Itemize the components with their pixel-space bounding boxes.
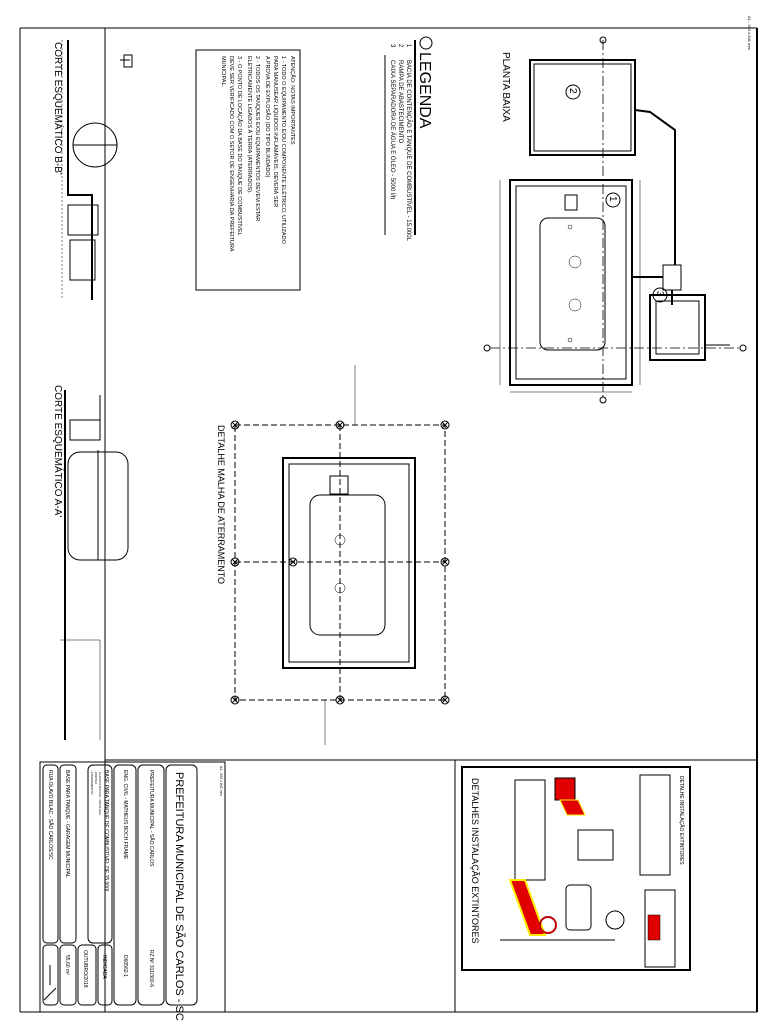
engineer-reg: D60562-1 [122, 955, 128, 977]
svg-text:PARA MANUSEAR LIQUIDOS INFLAMÁ: PARA MANUSEAR LIQUIDOS INFLAMÁVEIS, DEVE… [272, 56, 279, 207]
project: BASE PARA TANQUE DE COMBUSTÍVEL DE 15.00… [103, 770, 110, 893]
owner-doc: RZ Nº 311/300-6 [148, 950, 154, 987]
grounding-grid-title: DETALHE MALHA DE ATERRAMENTO [216, 425, 226, 584]
marker-2 [565, 84, 581, 100]
date: OUTUBRO/2018 [82, 950, 88, 988]
section-aa: CORTE ESQUEMÁTICO A-A' [52, 385, 129, 740]
section-bb: CORTE ESQUEMÁTICO B-B' [52, 40, 133, 300]
extinguisher-subtitle: DETALHE INSTALAÇÃO EXTINTORES [678, 776, 685, 865]
title-block: A1 - 594 x 841 mm PREFEITURA MUNICIPAL D… [39, 761, 226, 1021]
sheet-format-label: A1 - 594 x 841 mm [747, 16, 752, 50]
section-bb-title: CORTE ESQUEMÁTICO B-B' [52, 42, 65, 175]
scale: INDICADA [101, 955, 107, 980]
extinguisher-title: DETALHES INSTALAÇÃO EXTINTORES [470, 778, 480, 944]
svg-text:3 - O PONTO DE LOCAÇÃO DA BASE: 3 - O PONTO DE LOCAÇÃO DA BASE DO TANQUE… [236, 56, 243, 236]
ground-rods [230, 420, 450, 705]
area: 55,60 m² [64, 955, 70, 975]
svg-text:BACIA DE CONTENÇÃO E TANQUE DE: BACIA DE CONTENÇÃO E TANQUE DE COMBUSTÍV… [405, 60, 412, 242]
grounding-grid-detail: DETALHE MALHA DE ATERRAMENTO [216, 365, 450, 745]
contents-item: - PLANTAS BAIXAS - DETALHES [98, 770, 102, 815]
legend-item: 1 BACIA DE CONTENÇÃO E TANQUE DE COMBUST… [405, 44, 412, 242]
north-arrow-icon [43, 965, 57, 1001]
extinguisher-detail: DETALHES INSTALAÇÃO EXTINTORES DETALHE I… [461, 766, 691, 971]
svg-text:CAIXA SEPARADORA DE ÁGUA E ÓLE: CAIXA SEPARADORA DE ÁGUA E ÓLEO - 5000 l… [389, 60, 396, 199]
sheet-border [19, 27, 758, 1013]
work: BASE PARA TANQUE - GARAGEM MUNICIPAL [64, 770, 70, 878]
svg-text:1: 1 [405, 44, 411, 48]
marker-3-label: 3 [654, 291, 665, 297]
owner: PREFEITURA MUNICIPAL - SÃO CARLOS [148, 770, 155, 867]
marker-3 [652, 287, 668, 303]
legend-item: 2 RAMPA DE ABASTECIMENTO [397, 44, 403, 143]
svg-text:2: 2 [397, 44, 403, 48]
legend-title: LEGENDA [416, 52, 433, 129]
marker-1-label: 1 [607, 196, 618, 202]
svg-text:MUNICIPAL.: MUNICIPAL. [220, 56, 226, 88]
svg-text:3: 3 [389, 44, 395, 48]
planta-baixa: PLANTA BAIXA 2 1 3 [483, 36, 747, 404]
address: RUA OLAVO BILAC - SÃO CARLOS/SC [47, 770, 54, 860]
svg-text:A PROVA DE EXPLOSÃO (DO TIPO B: A PROVA DE EXPLOSÃO (DO TIPO BLINDADO) [264, 56, 271, 178]
svg-text:RAMPA DE ABASTECIMENTO: RAMPA DE ABASTECIMENTO [397, 60, 403, 143]
legend: LEGENDA 1 BACIA DE CONTENÇÃO E TANQUE DE… [384, 36, 433, 242]
svg-text:ELETRICAMENTE LIGADOS À TERRA: ELETRICAMENTE LIGADOS À TERRA (ATERRADOS… [246, 56, 253, 194]
marker-2-label: 2 [567, 88, 578, 94]
marker-1 [605, 192, 621, 208]
important-notes: ATENÇÃO: NOTAS IMPORTANTES 1 - TODO O EQ… [195, 49, 301, 291]
legend-item: 3 CAIXA SEPARADORA DE ÁGUA E ÓLEO - 5000… [389, 44, 396, 199]
svg-text:DEVE SER VERIFICADO COM O SETO: DEVE SER VERIFICADO COM O SETOR DE ENGEN… [228, 56, 234, 252]
title-block-header: PREFEITURA MUNICIPAL DE SÃO CARLOS - SC [173, 772, 186, 1021]
contents-item: - ATERRAMENTO [90, 770, 94, 795]
svg-text:1 - TODO O EQUIPAMENTO E/OU CO: 1 - TODO O EQUIPAMENTO E/OU COMPONENTE E… [280, 56, 287, 245]
planta-baixa-title: PLANTA BAIXA [500, 52, 511, 122]
engineer: ENG. CIVIL - MATHEUS BOCH FRAME [122, 770, 128, 860]
svg-text:2 - TODOS OS TANQUES E/OU EQUI: 2 - TODOS OS TANQUES E/OU EQUIPAMENTOS D… [254, 56, 260, 221]
contents-item: - CORTES [94, 770, 98, 784]
svg-text:ATENÇÃO: NOTAS IMPORTANTES: ATENÇÃO: NOTAS IMPORTANTES [289, 56, 296, 145]
section-aa-title: CORTE ESQUEMÁTICO A-A' [52, 385, 65, 517]
title-block-format: A1 - 594 x 841 mm [219, 766, 223, 796]
